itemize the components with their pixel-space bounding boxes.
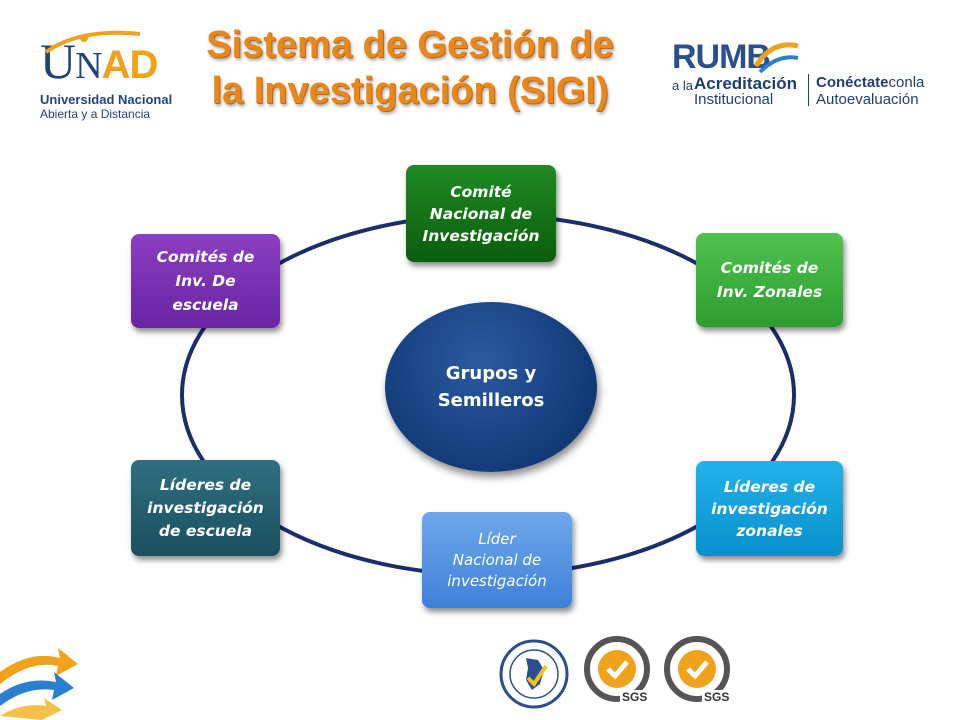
footer-arrows-icon: [0, 648, 78, 720]
sgs-certification-seal-icon: [584, 636, 650, 702]
unad-logo-arc-icon: [44, 30, 141, 54]
rumbo-logo-autoevaluacion: Autoevaluación: [816, 91, 919, 108]
rumbo-logo-prefix: a la: [672, 78, 693, 93]
rumbo-logo-acreditacion: Acreditación: [694, 74, 797, 93]
sgs-seal-label: SGS: [702, 690, 732, 704]
unad-logo-line1: Universidad Nacional: [40, 92, 173, 107]
rumbo-logo-conectate: Conéctateconla: [816, 74, 925, 91]
rumbo-logo-swoosh-icon: [753, 42, 799, 74]
sgs-certification-seal-icon: [664, 636, 730, 702]
unad-logo-line2: Abierta y a Distancia: [40, 107, 151, 121]
colombia-certification-seal-icon: [499, 639, 569, 709]
sgs-seal-label: SGS: [620, 690, 650, 704]
page-title: Sistema de Gestión de la Investigación (…: [206, 24, 614, 112]
rumbo-logo-institucional: Institucional: [694, 91, 774, 108]
rumbo-logo-divider: [808, 74, 809, 106]
rumbo-logo-wordmark: RUMB: [672, 38, 771, 76]
